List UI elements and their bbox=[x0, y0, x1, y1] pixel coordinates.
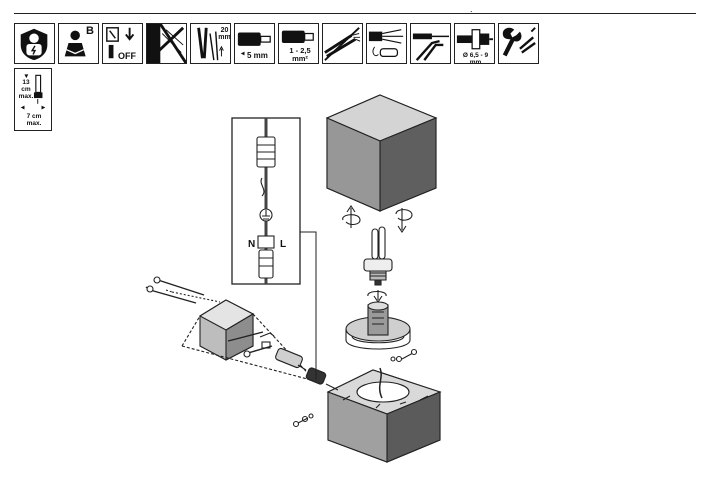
cable-section-icon: 1 - 2,5 mm² bbox=[278, 23, 319, 64]
screws-left bbox=[292, 413, 314, 428]
no-flexible-cable-icon bbox=[322, 23, 363, 64]
distance-icon: 13 cm max. 7 cm max. bbox=[14, 68, 52, 131]
power-off-icon: OFF bbox=[102, 23, 143, 64]
distance-icon-row: 13 cm max. 7 cm max. bbox=[14, 68, 52, 131]
neutral-label: N bbox=[248, 239, 255, 250]
wall-screws bbox=[145, 276, 275, 358]
read-manual-icon: B bbox=[58, 23, 99, 64]
wiring-detail-callout bbox=[231, 117, 317, 380]
strip-20mm-icon: 20 mm bbox=[190, 23, 231, 64]
base-cube bbox=[326, 367, 442, 463]
no-install-surface-icon bbox=[146, 23, 187, 64]
rotate-arrows bbox=[342, 205, 413, 233]
wall-box bbox=[198, 299, 255, 361]
cable-gland bbox=[275, 347, 339, 391]
screws-right bbox=[390, 348, 418, 363]
strip-5mm-icon: 5 mm bbox=[234, 23, 275, 64]
projection-lines bbox=[181, 313, 316, 382]
live-label: L bbox=[280, 239, 286, 250]
light-bulb bbox=[363, 226, 393, 286]
warning-icon-strip: B OFF 20 mm 5 mm 1 - 2,5 mm² bbox=[14, 23, 539, 64]
wrench-icon bbox=[498, 23, 539, 64]
electrician-icon bbox=[14, 23, 55, 64]
pliers-icon bbox=[410, 23, 451, 64]
top-mark: . bbox=[470, 4, 473, 14]
wire-twist-icon bbox=[366, 23, 407, 64]
header-rule bbox=[14, 13, 696, 14]
lamp-cover-cube bbox=[325, 94, 438, 212]
lamp-socket bbox=[345, 301, 411, 350]
cable-diameter-icon: Ø 6,5 - 9 mm bbox=[454, 23, 495, 64]
